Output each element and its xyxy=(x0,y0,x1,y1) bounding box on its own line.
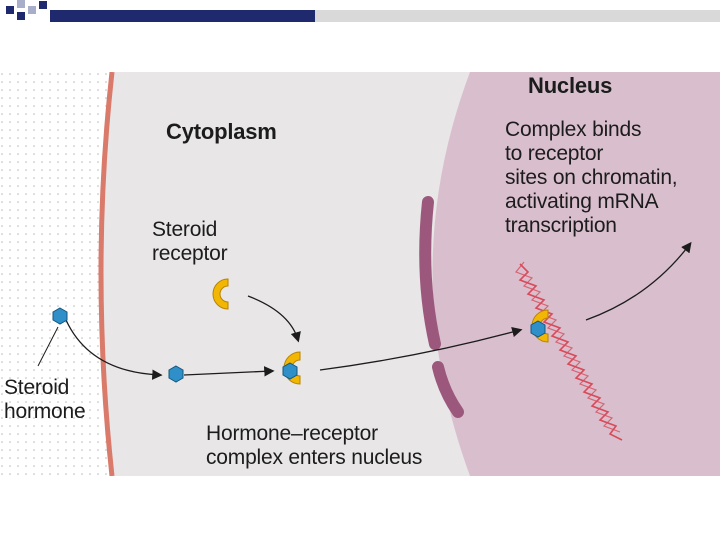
nuclear-envelope-lower xyxy=(432,361,464,418)
nucleus-region xyxy=(432,72,720,476)
chromatin-strand-2 xyxy=(515,261,621,433)
hormone-in-cytoplasm xyxy=(168,365,184,383)
arrow-transcription xyxy=(585,241,692,321)
deco-bar-navy xyxy=(50,10,315,22)
complex-hormone xyxy=(282,362,298,380)
arrow-complex-to-nucleus xyxy=(319,327,523,371)
deco-square-2 xyxy=(17,0,25,8)
complex-binds-label: Complex binds to receptor sites on chrom… xyxy=(505,118,678,237)
bound-hormone xyxy=(530,320,546,338)
deco-bar-grey xyxy=(315,10,720,22)
deco-square-1 xyxy=(6,6,14,14)
cytoplasm-title: Cytoplasm xyxy=(166,119,277,144)
arrow-hormone-entry xyxy=(65,319,163,380)
cell-membrane xyxy=(98,72,115,476)
deco-square-5 xyxy=(39,1,47,9)
chromatin-strand xyxy=(518,263,623,441)
deco-square-4 xyxy=(28,6,36,14)
steroid-receptor-shape xyxy=(212,278,229,310)
diagram-canvas xyxy=(0,72,720,476)
steroid-hormone-diagram: Nucleus Cytoplasm Complex binds to recep… xyxy=(0,72,720,476)
steroid-hormone-label: Steroid hormone xyxy=(4,376,86,423)
nucleus-title: Nucleus xyxy=(528,73,613,98)
nuclear-envelope-upper xyxy=(419,196,441,350)
hormone-receptor-complex-label: Hormone–receptor complex enters nucleus xyxy=(206,422,423,469)
steroid-receptor-label: Steroid receptor xyxy=(152,218,228,265)
slide-decoration xyxy=(6,0,720,22)
deco-square-3 xyxy=(17,12,25,20)
arrow-receptor-binding xyxy=(247,295,301,343)
arrow-to-complex xyxy=(183,366,275,377)
hormone-label-pointer xyxy=(37,326,59,367)
steroid-hormone-molecule xyxy=(52,307,68,325)
